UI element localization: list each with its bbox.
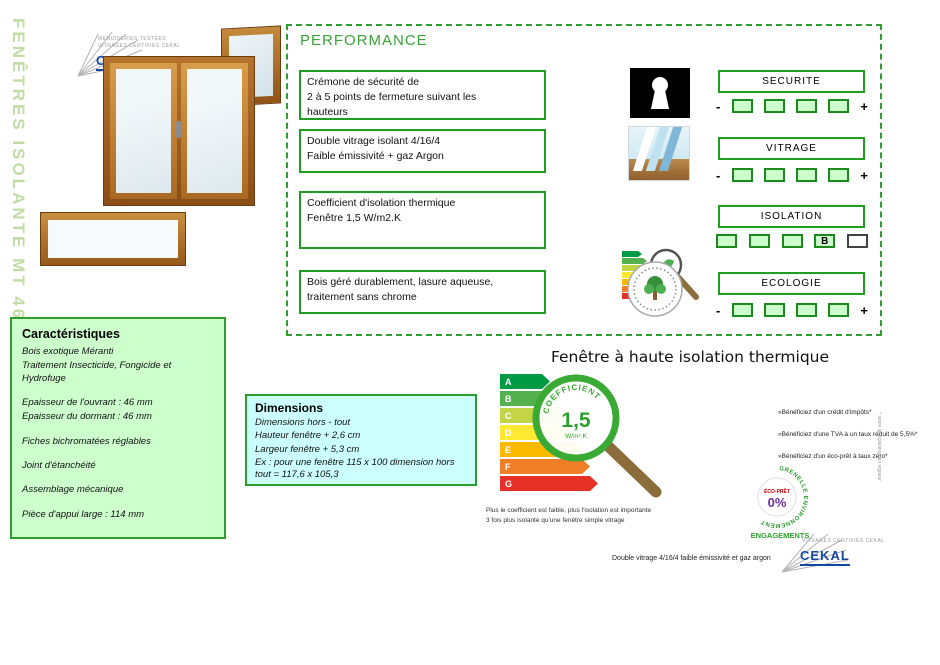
dimensions-panel: Dimensions Dimensions hors - tout Hauteu… [245, 394, 477, 486]
rating-cell [763, 303, 785, 317]
keyhole-icon [630, 68, 690, 123]
caracteristiques-title: Caractéristiques [22, 327, 120, 341]
grenelle-environnement-logo: GRENELLE ENVIRONNEMENT ÉCO-PRÊT 0% ENGAG… [746, 466, 810, 540]
plus-sign: + [860, 167, 868, 183]
ecology-stamp-icon [626, 260, 684, 323]
scale-label-isolation: ISOLATION [718, 205, 865, 228]
feature-security: Crémone de sécurité de 2 à 5 points de f… [299, 70, 546, 120]
double-casement-window-image [103, 56, 255, 206]
plus-sign: + [860, 98, 868, 114]
rating-cell [828, 303, 850, 317]
caracteristique-item: Pièce d'appui large : 114 mm [22, 508, 145, 520]
cekal-logo-bottom: VITRAGES CERTIFIÉS CEKAL CEKAL [780, 534, 892, 573]
caracteristique-item: Epaisseur du dormant : 46 mm [22, 411, 152, 423]
scale-label-securite: SECURITE [718, 70, 865, 93]
note-line1: Plus le coefficient est faible, plus l'i… [486, 507, 652, 514]
dimensions-title: Dimensions [255, 401, 324, 415]
feature-ecology: Bois géré durablement, lasure aqueuse, t… [299, 270, 546, 314]
vertical-product-title: FENÊTRES ISOLANTE MT 46 MM [9, 18, 28, 364]
cekal-wordmark: CEKAL [800, 548, 850, 566]
rating-cell [795, 303, 817, 317]
rating-cell [731, 303, 753, 317]
benefit-item: »Bénéficiez d'un crédit d'impôts* [778, 409, 872, 416]
caracteristique-item: Bois exotique Méranti [22, 346, 114, 357]
feature-insulation: Coefficient d'isolation thermique Fenêtr… [299, 191, 546, 249]
rating-grade-cell: B [814, 234, 836, 248]
glazing-note: Double vitrage 4/16/4 faible émissivité … [612, 555, 771, 562]
grenelle-center-top: ÉCO-PRÊT [764, 487, 790, 495]
note-line2: 3 fois plus isolante qu'une fenêtre simp… [486, 517, 625, 525]
scale-label-ecologie: ECOLOGIE [718, 272, 865, 295]
rating-cell [731, 99, 753, 113]
caracteristiques-panel: Caractéristiques Bois exotique Méranti T… [10, 317, 226, 539]
scale-label-vitrage: VITRAGE [718, 137, 865, 160]
coefficient-value: 1,5 [561, 409, 591, 432]
rating-cell [748, 234, 770, 248]
dimension-item: Largeur fenêtre + 5,3 cm [255, 443, 360, 455]
benefit-item: »Bénéficiez d'une TVA à un taux réduit d… [778, 431, 918, 438]
coefficient-magnifier: COEFFICIENT 1,5 W/m².K [532, 374, 662, 498]
coefficient-notes: Plus le coefficient est faible, plus l'i… [486, 506, 651, 527]
energy-bar-g: G [500, 476, 598, 491]
cekal-tagline-line1: MENUISERIES TESTÉES [98, 36, 167, 42]
scale-row-vitrage: - + [716, 167, 868, 183]
fixed-window-image [40, 212, 186, 266]
energy-bar-f: F [500, 459, 590, 474]
plus-sign: + [860, 302, 868, 318]
rating-cell [828, 168, 850, 182]
rating-cell [763, 168, 785, 182]
coefficient-unit: W/m².K [565, 433, 587, 440]
caracteristique-item: Traitement Insecticide, Fongicide et Hyd… [22, 360, 172, 384]
rating-cell [795, 168, 817, 182]
starburst-icon [781, 534, 848, 573]
grenelle-bottom-text: ENGAGEMENTS [751, 531, 810, 540]
rating-cell [828, 99, 850, 113]
rating-cell [731, 168, 753, 182]
performance-title: PERFORMANCE [300, 32, 428, 49]
window-handle [176, 121, 181, 138]
scale-row-ecologie: - + [716, 302, 868, 318]
window-pane [48, 220, 178, 258]
minus-sign: - [716, 98, 721, 114]
rating-cell [795, 99, 817, 113]
window-pane [116, 69, 171, 193]
grenelle-center-value: 0% [768, 495, 787, 510]
window-sash-right [181, 63, 248, 199]
rating-cell [781, 234, 803, 248]
caracteristique-item: Epaisseur de l'ouvrant : 46 mm [22, 397, 153, 409]
caracteristique-item: Fiches bichromatées réglables [22, 435, 151, 447]
cekal-tagline-line2: VITRAGES CERTIFIÉS CEKAL [98, 43, 181, 49]
feature-glazing: Double vitrage isolant 4/16/4 Faible émi… [299, 129, 546, 173]
minus-sign: - [716, 167, 721, 183]
window-sash-left [110, 63, 181, 199]
caracteristique-item: Joint d'étanchéité [22, 460, 96, 472]
scale-row-isolation: B [716, 233, 868, 249]
double-glazing-icon [628, 126, 690, 181]
thermal-section-title: Fenêtre à haute isolation thermique [550, 348, 830, 366]
dimension-item: Dimensions hors - tout [255, 417, 351, 428]
caracteristiques-list: Bois exotique Méranti Traitement Insecti… [22, 346, 214, 521]
caracteristique-item: Assemblage mécanique [22, 484, 124, 496]
performance-panel: PERFORMANCE Crémone de sécurité de 2 à 5… [286, 24, 882, 336]
rating-cell [763, 99, 785, 113]
minus-sign: - [716, 302, 721, 318]
legal-footnote: * selon la législation en vigueur [876, 412, 882, 481]
window-pane [187, 69, 242, 193]
rating-cell-empty [847, 234, 868, 248]
energy-bar-a: A [500, 374, 550, 389]
rating-cell [716, 234, 737, 248]
scale-row-securite: - + [716, 98, 868, 114]
dimension-item: Ex : pour une fenêtre 115 x 100 dimensio… [255, 457, 455, 481]
dimension-item: Hauteur fenêtre + 2,6 cm [255, 430, 361, 442]
benefit-item: »Bénéficiez d'un éco-prêt à taux zéro* [778, 453, 888, 460]
cekal-tagline-line2: VITRAGES CERTIFIÉS CEKAL [802, 538, 885, 544]
